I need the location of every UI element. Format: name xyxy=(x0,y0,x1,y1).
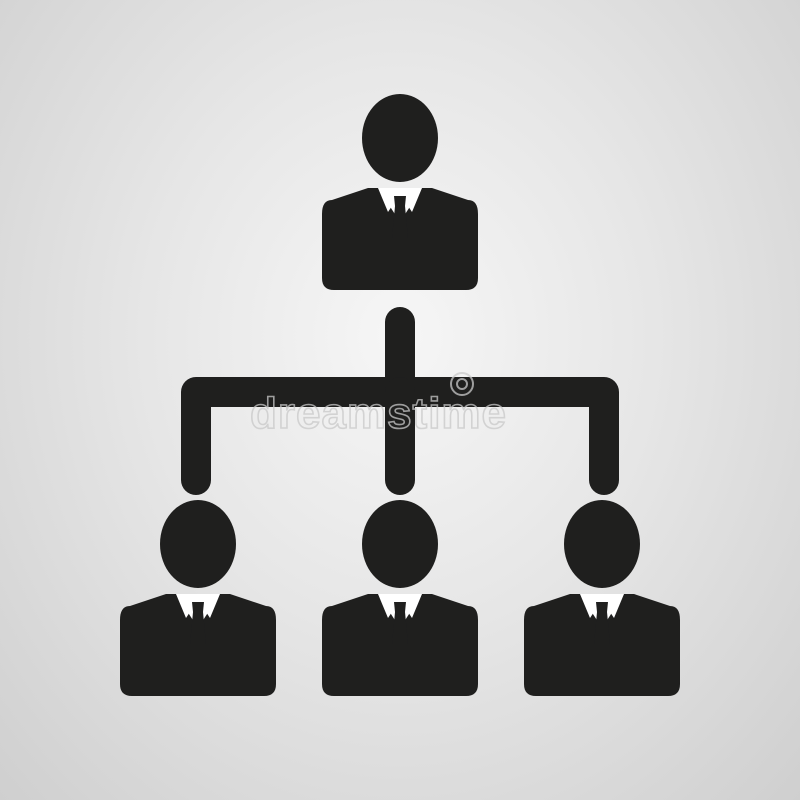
employee-person-icon-center xyxy=(322,500,478,696)
connector-lines xyxy=(181,307,619,495)
watermark-text: dreamstime xyxy=(250,389,507,438)
watermark: dreamstime xyxy=(249,372,507,439)
employee-person-icon-left xyxy=(120,500,276,696)
manager-person-icon xyxy=(322,94,478,290)
employee-person-icon-right xyxy=(524,500,680,696)
